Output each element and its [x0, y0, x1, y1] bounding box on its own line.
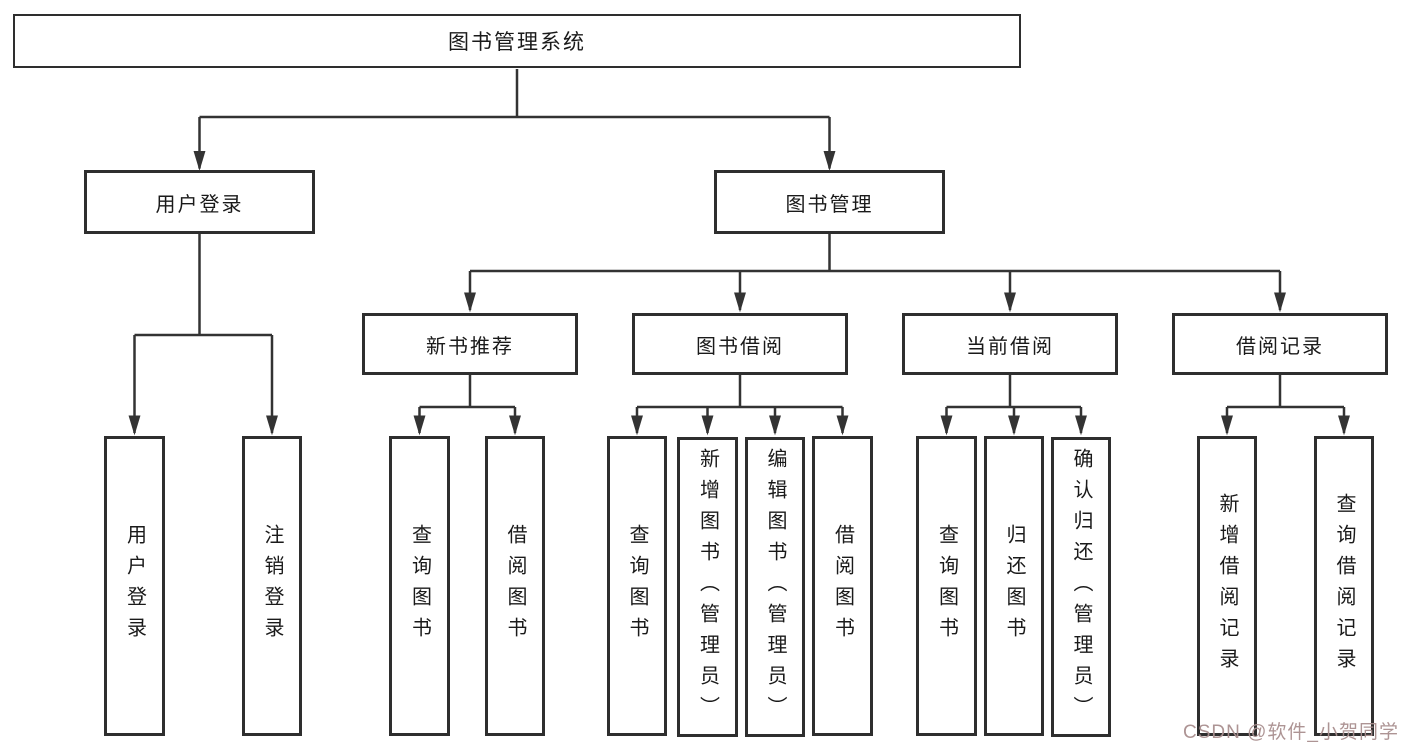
leaf-borrow-edit-book-admin: 编辑图书（管理员）: [745, 437, 805, 737]
watermark: CSDN @软件_小贺同学: [1183, 722, 1399, 743]
node-book-borrow: 图书借阅: [632, 313, 848, 375]
leaf-user-login: 用户登录: [104, 436, 165, 736]
leaf-logout: 注销登录: [242, 436, 302, 736]
leaf-current-confirm-return-admin: 确认归还（管理员）: [1051, 437, 1111, 737]
node-user-login: 用户登录: [84, 170, 315, 234]
node-root: 图书管理系统: [13, 14, 1021, 68]
leaf-current-return-books: 归还图书: [984, 436, 1044, 736]
node-borrow-records: 借阅记录: [1172, 313, 1388, 375]
leaf-borrow-query-books: 查询图书: [607, 436, 667, 736]
leaf-borrow-add-book-admin: 新增图书（管理员）: [677, 437, 738, 737]
leaf-newrec-query-books: 查询图书: [389, 436, 450, 736]
leaf-records-add-record: 新增借阅记录: [1197, 436, 1257, 736]
node-current-borrow: 当前借阅: [902, 313, 1118, 375]
leaf-current-query-books: 查询图书: [916, 436, 977, 736]
leaf-newrec-borrow-books: 借阅图书: [485, 436, 545, 736]
node-book-management: 图书管理: [714, 170, 945, 234]
leaf-borrow-borrow-books: 借阅图书: [812, 436, 873, 736]
node-new-book-recommend: 新书推荐: [362, 313, 578, 375]
leaf-records-query-record: 查询借阅记录: [1314, 436, 1374, 736]
